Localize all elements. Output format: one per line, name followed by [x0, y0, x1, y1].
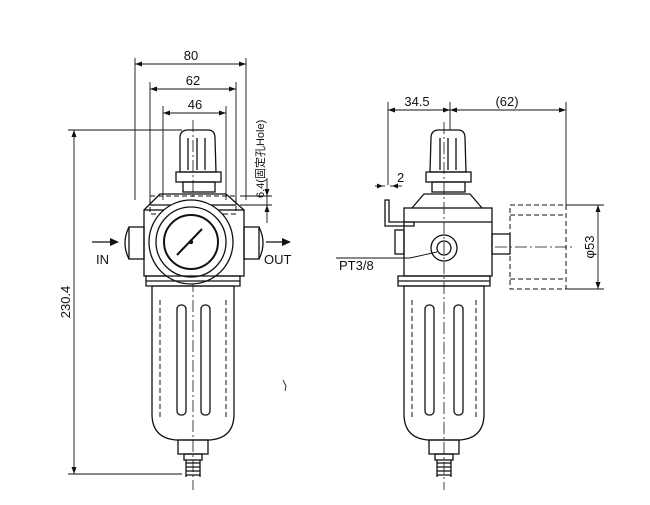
dim-62-label: 62	[186, 73, 200, 88]
dimension-230-4: 230.4	[58, 129, 182, 475]
dimension-62-side: (62)	[450, 94, 567, 205]
port-arrows: IN OUT	[92, 238, 292, 267]
front-view: 80 62 46 6.4(固定孔Hole)	[58, 48, 292, 490]
dim-bracket-label: 2	[397, 170, 404, 185]
dimension-46: 46	[162, 97, 227, 200]
regulator-knob	[175, 129, 222, 193]
dim-62-side-label: (62)	[495, 94, 518, 109]
dim-34-5-label: 34.5	[404, 94, 429, 109]
mount-hole-label: 6.4(固定孔Hole)	[253, 120, 267, 198]
dimension-phi-53: φ53	[566, 204, 604, 290]
dimension-80: 80	[134, 48, 247, 200]
side-view: 34.5 (62) 2	[336, 94, 604, 490]
pressure-gauge	[148, 199, 234, 285]
port-in-label: IN	[96, 252, 109, 267]
dim-phi-53-label: φ53	[582, 236, 597, 259]
dimension-62: 62	[149, 73, 237, 205]
port-thread-callout: PT3/8	[336, 251, 438, 273]
side-filter-bowl	[397, 275, 491, 477]
side-regulator-knob	[425, 129, 472, 193]
dim-230-label: 230.4	[58, 286, 73, 319]
side-gauge	[495, 204, 575, 290]
side-body	[394, 193, 511, 277]
port-thread-label: PT3/8	[339, 258, 374, 273]
dim-80-label: 80	[184, 48, 198, 63]
filter-bowl	[145, 275, 241, 477]
dimension-34-5: 34.5	[387, 94, 451, 185]
dimension-mount-hole: 6.4(固定孔Hole)	[240, 120, 272, 223]
dim-46-label: 46	[188, 97, 202, 112]
dimension-bracket: 2	[375, 170, 404, 189]
port-out-label: OUT	[264, 252, 292, 267]
